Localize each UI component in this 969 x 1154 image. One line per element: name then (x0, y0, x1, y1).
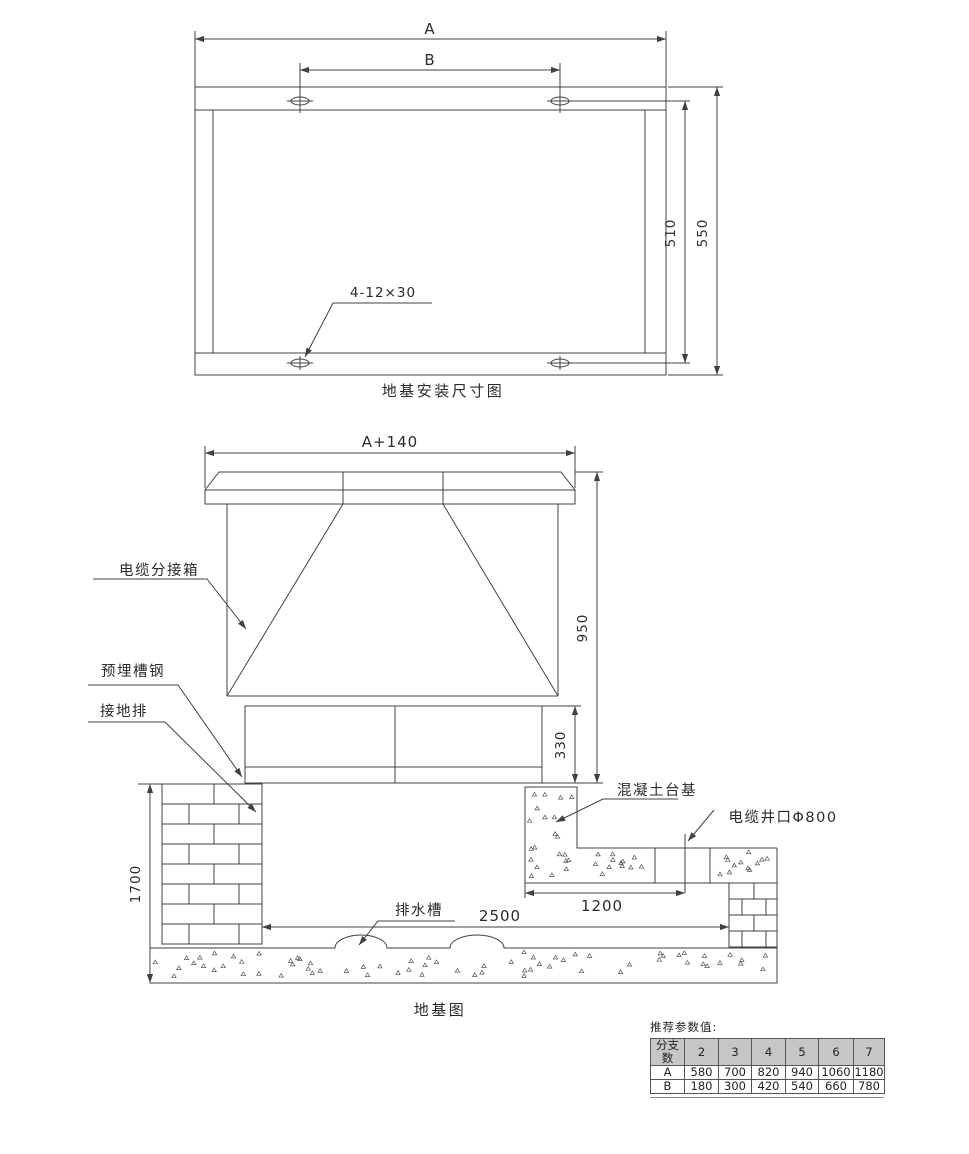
anchor-bolt-icon (547, 94, 573, 108)
table-row-label: B (650, 1079, 685, 1094)
dim-2500-label: 2500 (479, 907, 521, 925)
plan-view-caption: 地基安装尺寸图 (382, 382, 505, 400)
plan-view: A B 510 550 (194, 20, 723, 400)
dim-1200-label: 1200 (581, 897, 623, 915)
section-view: A+140 330 950 电缆分接箱 预埋槽钢 接地排 (88, 433, 837, 1019)
table-cell: 1180 (853, 1065, 885, 1080)
table-cell: 420 (751, 1079, 786, 1094)
embedded-channel-label: 预埋槽钢 (101, 663, 165, 680)
concrete-speckles (152, 791, 770, 978)
anchor-bolt-icon (547, 356, 573, 370)
table-header-cell: 分支数 (650, 1038, 685, 1066)
table-cell: 700 (718, 1065, 752, 1080)
table-header-cell: 6 (818, 1038, 854, 1066)
embedded-channel-leader (88, 684, 243, 778)
frame-outer-rect (194, 86, 667, 376)
cable-box-leader (93, 578, 247, 630)
concrete-base-label: 混凝土台基 (617, 782, 697, 799)
table-header-cell: 7 (853, 1038, 885, 1066)
cabinet-roof-top (203, 471, 577, 491)
table-cell: 940 (785, 1065, 819, 1080)
dim-1700-label: 1700 (128, 865, 144, 903)
table-cell: 540 (785, 1079, 819, 1094)
concrete-platform (524, 786, 656, 884)
table-header-cell: 5 (785, 1038, 819, 1066)
cabinet-roof-band (204, 489, 576, 505)
dim-950-label: 950 (575, 614, 591, 643)
dim-510-label: 510 (663, 219, 679, 248)
section-view-caption: 地基图 (414, 1001, 467, 1019)
table-cell: 780 (853, 1079, 885, 1094)
dim-550-label: 550 (695, 219, 711, 248)
cabinet-diagonal (442, 503, 559, 697)
table-cell: 180 (684, 1079, 719, 1094)
table-cell: 300 (718, 1079, 752, 1094)
concrete-footing-strip (149, 934, 778, 984)
table-row-label: A (650, 1065, 685, 1080)
dim-a-label: A (424, 20, 435, 38)
right-brick-wall (728, 882, 778, 948)
table-header-cell: 2 (684, 1038, 719, 1066)
table-cell: 1060 (818, 1065, 854, 1080)
table-cell: 660 (818, 1079, 854, 1094)
anchor-bolt-icon (287, 94, 313, 108)
ground-bar-leader (88, 721, 257, 813)
cable-box-label: 电缆分接箱 (119, 562, 199, 579)
drain-leader (358, 920, 455, 946)
table-header-cell: 3 (718, 1038, 752, 1066)
bolt-note-leader (304, 302, 432, 358)
cabinet-diagonal (226, 503, 344, 697)
dim-b-label: B (424, 51, 435, 69)
bolt-note-label: 4-12×30 (350, 285, 416, 301)
table-cell: 820 (751, 1065, 786, 1080)
table-title: 推荐参数值: (650, 1020, 718, 1034)
table-cell: 580 (684, 1065, 719, 1080)
left-brick-wall (161, 783, 263, 945)
dim-top-width-label: A+140 (362, 433, 418, 451)
table-underline (650, 1097, 884, 1098)
table-header-cell: 4 (751, 1038, 786, 1066)
drain-label: 排水槽 (395, 902, 443, 919)
dim-330-label: 330 (553, 731, 569, 760)
cabinet-plinth (244, 705, 543, 784)
cable-well-label: 电缆井口Φ800 (728, 809, 837, 826)
ground-bar-label: 接地排 (100, 703, 148, 720)
anchor-bolt-icon (287, 356, 313, 370)
concrete-base-leader (555, 798, 678, 823)
